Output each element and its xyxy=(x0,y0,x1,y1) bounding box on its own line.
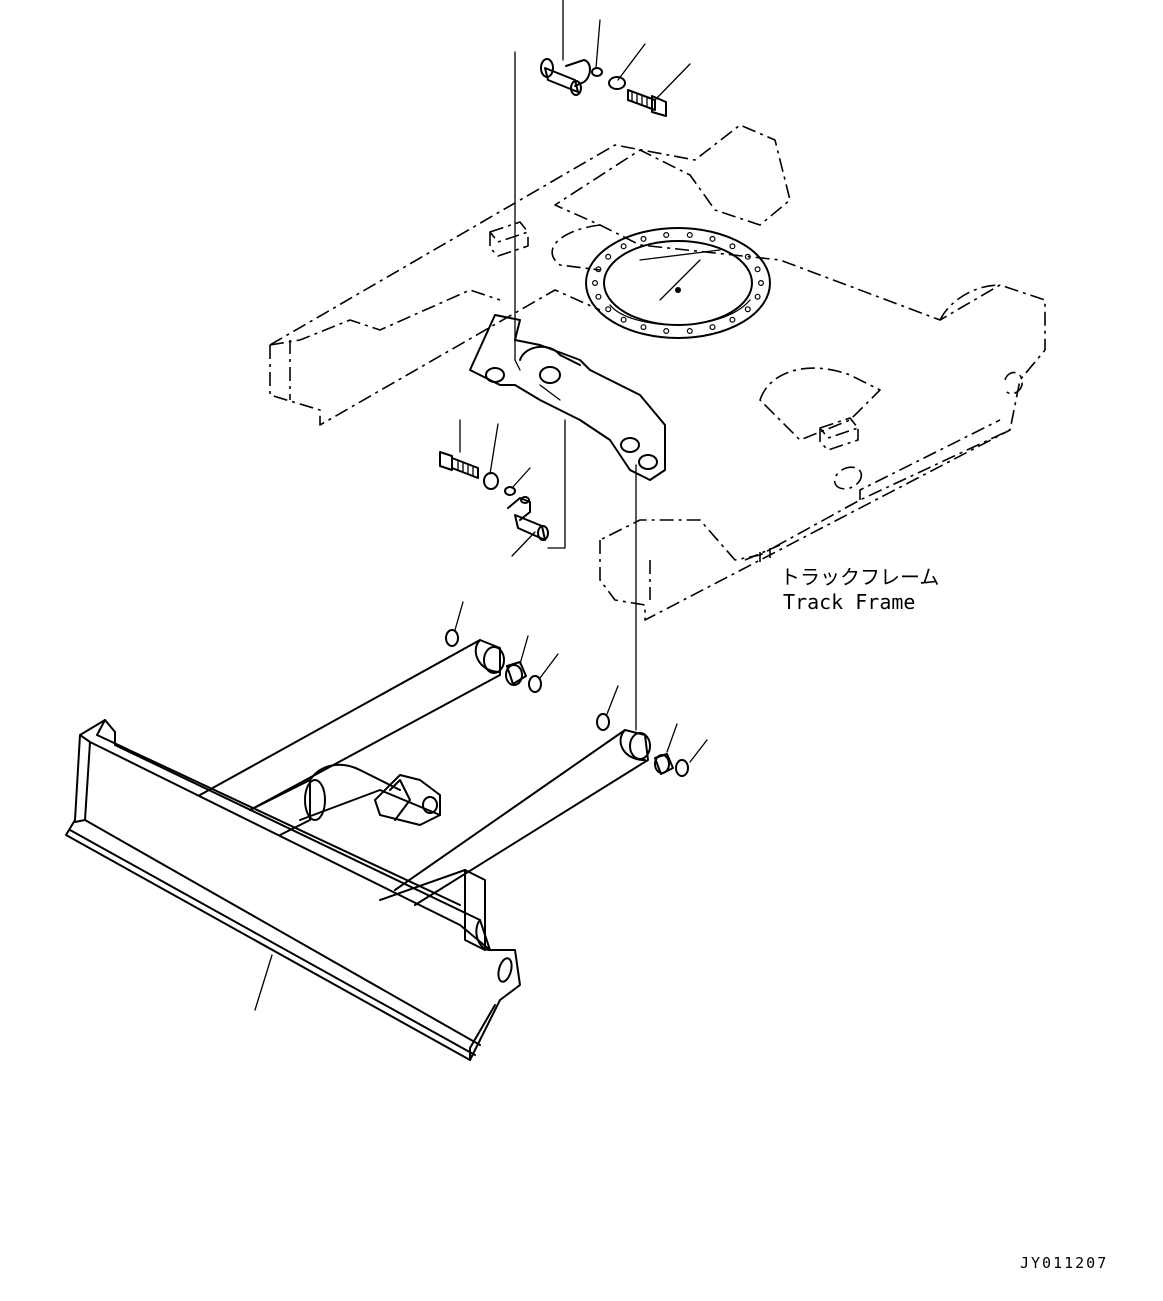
bolt-hole xyxy=(605,253,612,260)
lock-washer-mid xyxy=(504,486,516,496)
assembly-lines xyxy=(254,0,708,1011)
o-ring-right-inner xyxy=(596,713,610,731)
drawing-code: JY011207 xyxy=(1020,1254,1108,1272)
bolt-hole xyxy=(640,324,647,331)
bolt-hole xyxy=(744,306,751,313)
bolt-hole xyxy=(757,280,764,287)
bolt-hole xyxy=(620,243,627,250)
bolt-hole xyxy=(663,232,670,239)
bushing-left xyxy=(505,661,527,686)
bolt-hole xyxy=(663,328,670,335)
bolt-hole xyxy=(754,293,761,300)
bolt-mid xyxy=(439,451,479,479)
o-ring-left-inner xyxy=(445,629,459,647)
bolt-hole xyxy=(729,316,736,323)
o-ring-left-outer xyxy=(528,675,542,693)
bushing-right xyxy=(654,753,674,775)
bolt-hole xyxy=(595,293,602,300)
bolt-hole xyxy=(605,306,612,313)
track-frame xyxy=(269,124,1046,621)
track-frame-label-jp: トラックフレーム xyxy=(780,565,939,589)
o-ring-right-outer xyxy=(675,759,689,777)
bolt-hole xyxy=(754,266,761,273)
bolt-top xyxy=(627,89,667,117)
track-frame-label-en: Track Frame xyxy=(783,590,915,614)
bolt-hole xyxy=(620,316,627,323)
pin-top xyxy=(540,58,591,96)
swing-circle xyxy=(585,227,771,339)
pin-mid xyxy=(507,496,549,541)
bolt-hole xyxy=(686,328,693,335)
bolt-hole xyxy=(729,243,736,250)
blade-mount-bracket xyxy=(469,314,666,481)
bolt-hole xyxy=(744,253,751,260)
bolt-hole xyxy=(709,235,716,242)
bolt-hole xyxy=(591,280,598,287)
bolt-hole xyxy=(709,324,716,331)
blade-assembly xyxy=(65,639,651,1061)
bolt-hole xyxy=(640,235,647,242)
bolt-hole xyxy=(595,266,602,273)
washer-mid xyxy=(483,472,499,490)
bolt-hole xyxy=(686,232,693,239)
lock-washer-top xyxy=(591,67,603,77)
washer-top xyxy=(608,76,626,90)
